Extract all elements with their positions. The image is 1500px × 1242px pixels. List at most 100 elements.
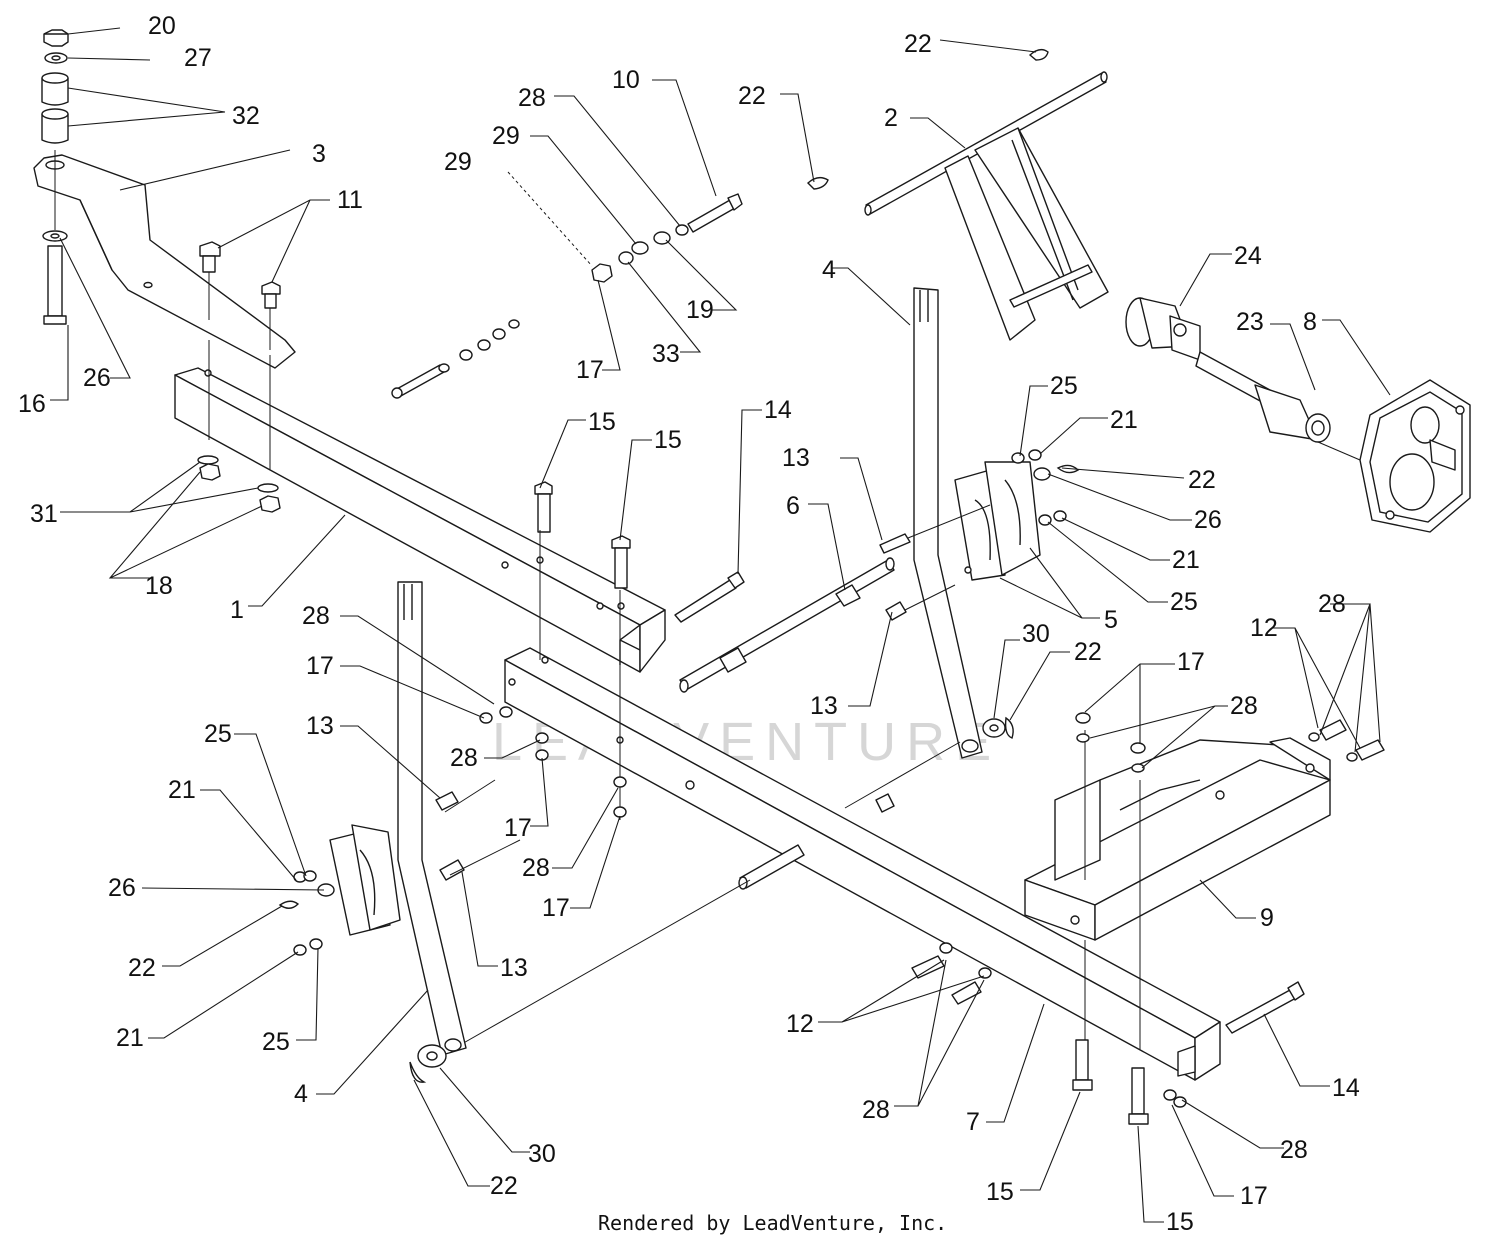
callout-25: 25 bbox=[204, 720, 232, 748]
callout-32: 32 bbox=[232, 102, 260, 130]
callout-29: 29 bbox=[444, 148, 472, 176]
callout-30: 30 bbox=[1022, 620, 1050, 648]
callout-15: 15 bbox=[1166, 1208, 1194, 1236]
callout-15: 15 bbox=[588, 408, 616, 436]
part-5-bracket-right bbox=[954, 461, 1041, 581]
callout-20: 20 bbox=[148, 12, 176, 40]
callout-19: 19 bbox=[686, 296, 714, 324]
callout-27: 27 bbox=[184, 44, 212, 72]
callout-25: 25 bbox=[262, 1028, 290, 1056]
part-11-bolt-a bbox=[199, 241, 221, 273]
callout-13: 13 bbox=[500, 954, 528, 982]
callout-13: 13 bbox=[782, 444, 810, 472]
part-18-nuts bbox=[199, 463, 281, 513]
part-5-bracket-left bbox=[329, 824, 401, 936]
callout-2: 2 bbox=[884, 104, 898, 132]
part-33-spacer bbox=[618, 251, 634, 265]
render-credit: Rendered by LeadVenture, Inc. bbox=[598, 1211, 947, 1235]
part-30-washers bbox=[417, 718, 1006, 1068]
assembly-axis-front-tube bbox=[539, 530, 621, 820]
part-20-nut bbox=[43, 29, 69, 47]
callout-21: 21 bbox=[1110, 406, 1138, 434]
assembly-axis-bolts bbox=[208, 272, 271, 350]
callout-14: 14 bbox=[1332, 1074, 1360, 1102]
part-15-bolts-lower bbox=[1072, 1039, 1149, 1125]
small-hardware-misc bbox=[293, 449, 1187, 1108]
callout-28: 28 bbox=[450, 744, 478, 772]
callout-31: 31 bbox=[30, 500, 58, 528]
callout-17: 17 bbox=[542, 894, 570, 922]
part-24-23-drive-shaft bbox=[1125, 297, 1331, 443]
callout-4: 4 bbox=[294, 1080, 308, 1108]
part-2-shaft-and-shield bbox=[864, 71, 1109, 341]
leader-lines bbox=[50, 27, 1391, 1223]
callout-26: 26 bbox=[1194, 506, 1222, 534]
assembly-axis-shaft bbox=[459, 741, 961, 1046]
callout-12: 12 bbox=[1250, 614, 1278, 642]
assembly-axis-gearbox bbox=[1317, 441, 1361, 461]
callout-28: 28 bbox=[1318, 590, 1346, 618]
callout-17: 17 bbox=[576, 356, 604, 384]
callout-28: 28 bbox=[518, 84, 546, 112]
part-32-spacer-lower bbox=[41, 108, 69, 144]
part-9-deck-mount bbox=[1024, 737, 1331, 941]
part-29-washer bbox=[631, 241, 649, 255]
callout-22: 22 bbox=[128, 954, 156, 982]
callout-28: 28 bbox=[1230, 692, 1258, 720]
callout-17: 17 bbox=[306, 652, 334, 680]
callout-17: 17 bbox=[504, 814, 532, 842]
callout-13: 13 bbox=[306, 712, 334, 740]
part-8-gearbox bbox=[1359, 379, 1471, 533]
callout-21: 21 bbox=[1172, 546, 1200, 574]
callout-11: 11 bbox=[337, 186, 363, 214]
callout-1: 1 bbox=[230, 596, 244, 624]
callout-28: 28 bbox=[1280, 1136, 1308, 1164]
callout-28: 28 bbox=[302, 602, 330, 630]
part-14-bolt-upper bbox=[674, 571, 745, 623]
callout-7: 7 bbox=[966, 1108, 980, 1136]
callout-17: 17 bbox=[1240, 1182, 1268, 1210]
part-3-arm-plate bbox=[33, 154, 296, 369]
part-19-washer bbox=[653, 231, 671, 245]
callout-5: 5 bbox=[1104, 606, 1118, 634]
callout-25: 25 bbox=[1170, 588, 1198, 616]
part-15-bolts-upper bbox=[534, 481, 631, 589]
part-16-long-bolt bbox=[43, 245, 67, 325]
part-4-lift-arm-left bbox=[397, 581, 467, 1056]
callout-labels: 20 27 32 3 11 26 16 31 18 1 10 28 29 29 … bbox=[18, 12, 1360, 1236]
hardware-stack-assembled bbox=[391, 319, 520, 399]
callout-22: 22 bbox=[904, 30, 932, 58]
callout-21: 21 bbox=[168, 776, 196, 804]
part-6-cross-shaft bbox=[679, 557, 895, 693]
callout-14: 14 bbox=[764, 396, 792, 424]
callout-9: 9 bbox=[1260, 904, 1274, 932]
part-28-washer-upper bbox=[675, 224, 689, 236]
shaft-stubs bbox=[738, 793, 895, 890]
dashed-reference-line bbox=[507, 171, 593, 267]
callout-3: 3 bbox=[312, 140, 326, 168]
callout-4: 4 bbox=[822, 256, 836, 284]
callout-6: 6 bbox=[786, 492, 800, 520]
callout-17: 17 bbox=[1177, 648, 1205, 676]
callout-15: 15 bbox=[654, 426, 682, 454]
part-12-bolts-upper-right bbox=[1308, 719, 1385, 762]
callout-22: 22 bbox=[1074, 638, 1102, 666]
callout-10: 10 bbox=[612, 66, 640, 94]
callout-28: 28 bbox=[862, 1096, 890, 1124]
part-12-bolts-lower bbox=[911, 942, 992, 1005]
callout-12: 12 bbox=[786, 1010, 814, 1038]
callout-23: 23 bbox=[1236, 308, 1264, 336]
callout-22: 22 bbox=[490, 1172, 518, 1200]
callout-28: 28 bbox=[522, 854, 550, 882]
callout-29: 29 bbox=[492, 122, 520, 150]
part-26-washer-left bbox=[42, 230, 68, 242]
callout-22: 22 bbox=[1188, 466, 1216, 494]
part-32-spacer-upper bbox=[41, 72, 69, 106]
assembly-axis-misc bbox=[444, 504, 991, 876]
part-7-main-tube-front bbox=[504, 647, 1221, 1081]
part-22-pin-left bbox=[806, 176, 829, 190]
part-11-bolt-b bbox=[261, 281, 281, 309]
assembly-axis-deck bbox=[1084, 730, 1141, 1050]
